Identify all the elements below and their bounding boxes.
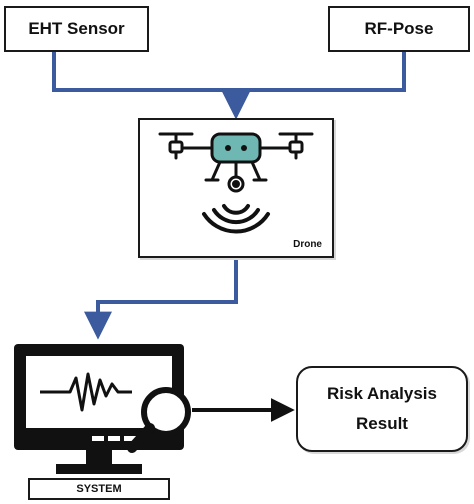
- sensor-merge-connector: [52, 52, 406, 120]
- system-label: SYSTEM: [28, 478, 170, 500]
- risk-result-line2: Result: [356, 414, 408, 433]
- rf-pose-node: RF-Pose: [328, 6, 470, 52]
- rf-pose-label: RF-Pose: [364, 19, 434, 38]
- drone-to-system-connector: [84, 258, 238, 340]
- signal-waves-icon: [202, 204, 270, 234]
- drone-icon: [158, 132, 314, 234]
- magnifier-icon: [127, 387, 191, 453]
- eht-sensor-label: EHT Sensor: [28, 19, 125, 38]
- risk-result-node: Risk Analysis Result: [296, 366, 468, 452]
- system-label-text: SYSTEM: [76, 483, 122, 495]
- eht-sensor-node: EHT Sensor: [4, 6, 149, 52]
- risk-result-line1: Risk Analysis: [327, 384, 437, 403]
- drone-label: Drone: [293, 239, 322, 250]
- drone-node: Drone: [138, 118, 334, 258]
